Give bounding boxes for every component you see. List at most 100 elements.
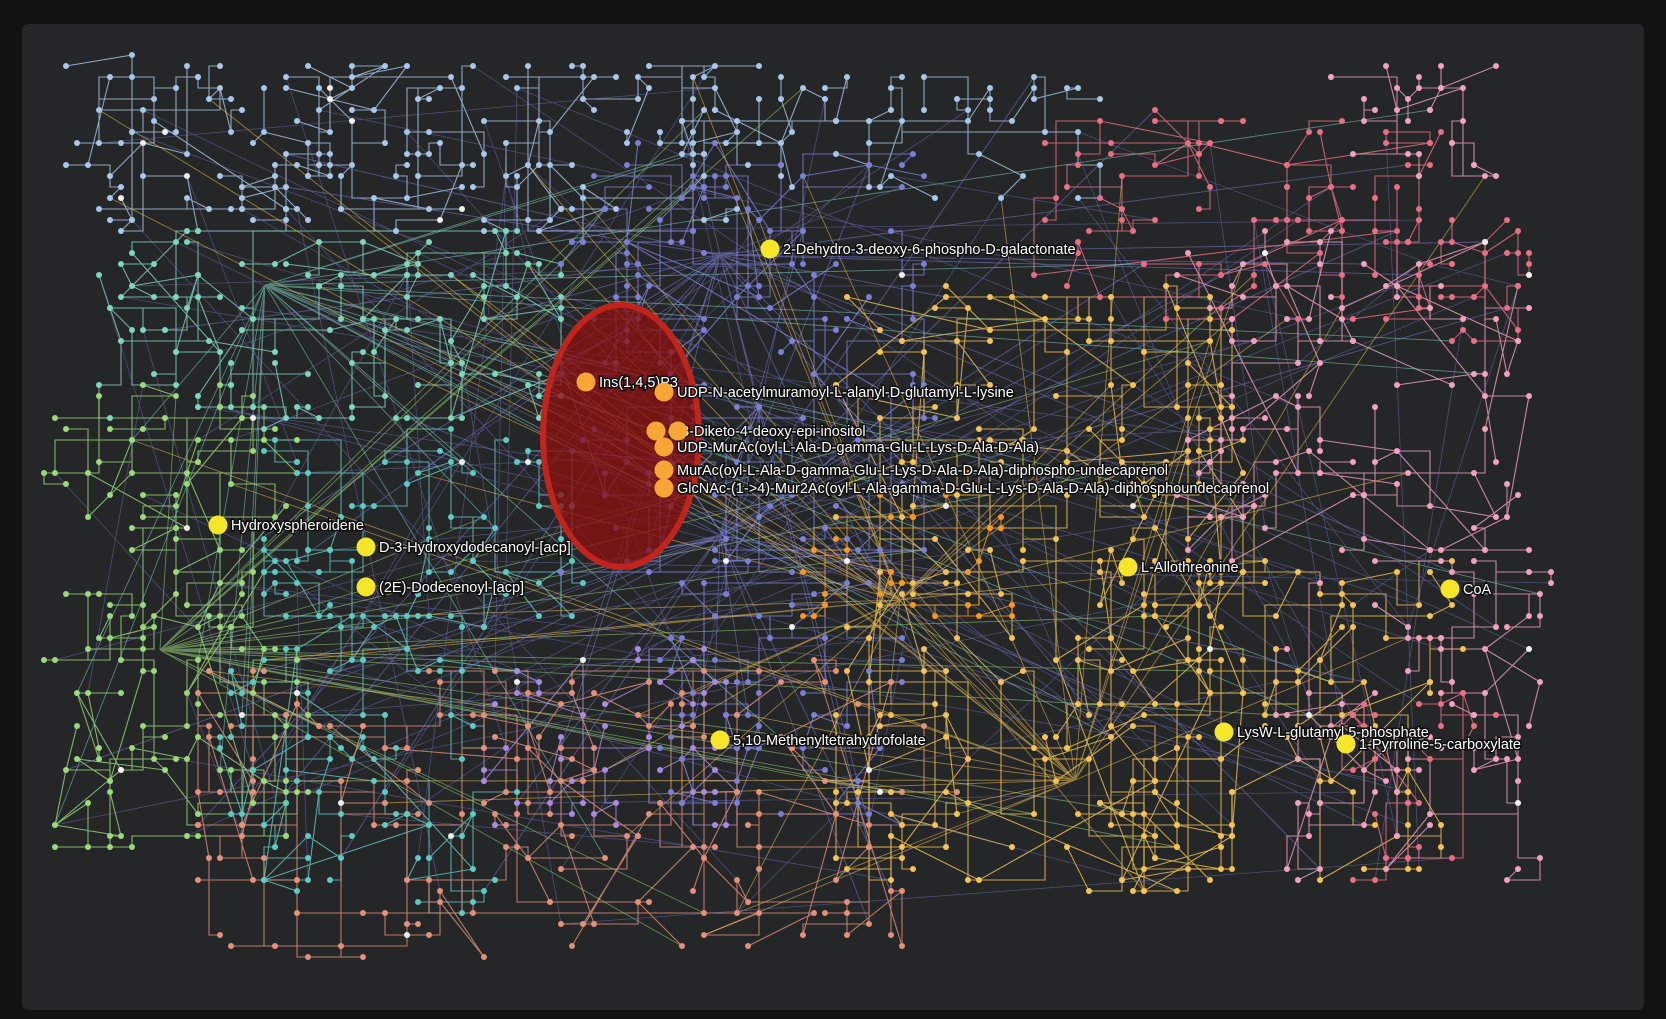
highlighted-metabolite-node[interactable]	[654, 460, 674, 480]
highlighted-metabolite-node[interactable]	[646, 421, 666, 441]
metabolite-node	[250, 800, 256, 806]
highlighted-metabolite-node[interactable]	[1336, 734, 1356, 754]
metabolite-node	[668, 789, 674, 795]
metabolite-node	[195, 657, 201, 663]
metabolite-node	[349, 85, 355, 91]
metabolite-node	[261, 778, 267, 784]
metabolite-node	[481, 745, 487, 751]
metabolite-node	[888, 789, 894, 795]
metabolite-node	[1196, 668, 1202, 674]
metabolite-node	[1196, 481, 1202, 487]
metabolite-node	[338, 624, 344, 630]
highlighted-metabolite-node[interactable]	[356, 537, 376, 557]
metabolite-node	[1405, 767, 1411, 773]
metabolite-node	[1438, 646, 1444, 652]
metabolite-node	[734, 118, 740, 124]
metabolite-node	[1526, 613, 1532, 619]
metabolite-node	[635, 140, 641, 146]
metabolite-node	[1218, 624, 1224, 630]
highlighted-metabolite-node[interactable]	[1118, 557, 1138, 577]
metabolite-node	[1460, 646, 1466, 652]
metabolite-node	[1031, 426, 1037, 432]
highlighted-metabolite-node[interactable]	[208, 515, 228, 535]
metabolite-node	[1372, 107, 1378, 113]
metabolite-node	[789, 129, 795, 135]
highlighted-metabolite-node[interactable]	[760, 239, 780, 259]
metabolite-node	[745, 712, 751, 718]
highlighted-metabolite-node[interactable]	[654, 382, 674, 402]
metabolite-node	[404, 63, 410, 69]
metabolite-node	[690, 789, 696, 795]
metabolite-node	[1119, 437, 1125, 443]
metabolite-node	[701, 173, 707, 179]
highlighted-metabolite-node[interactable]	[668, 421, 688, 441]
metabolite-node	[756, 910, 762, 916]
metabolite-node	[294, 459, 300, 465]
metabolite-node	[129, 250, 135, 256]
metabolite-node	[426, 151, 432, 157]
selection-lasso[interactable]	[540, 302, 702, 570]
highlighted-metabolite-node[interactable]	[1440, 579, 1460, 599]
metabolite-node	[250, 778, 256, 784]
metabolite-node	[184, 833, 190, 839]
metabolite-node	[1471, 338, 1477, 344]
metabolite-node	[1207, 294, 1213, 300]
metabolite-node	[745, 162, 751, 168]
metabolite-node	[591, 74, 597, 80]
metabolite-node	[1196, 580, 1202, 586]
metabolite-node	[283, 591, 289, 597]
metabolite-node	[899, 514, 905, 520]
highlighted-metabolite-node[interactable]	[654, 437, 674, 457]
metabolite-node	[1108, 547, 1114, 553]
metabolite-node	[1328, 74, 1334, 80]
metabolite-node	[503, 250, 509, 256]
highlighted-metabolite-node[interactable]	[356, 577, 376, 597]
metabolite-node	[1295, 679, 1301, 685]
metabolite-node	[558, 778, 564, 784]
highlighted-metabolite-node[interactable]	[710, 730, 730, 750]
metabolite-node	[118, 657, 124, 663]
metabolite-node	[921, 723, 927, 729]
metabolite-node	[327, 85, 333, 91]
metabolite-node	[547, 800, 553, 806]
metabolite-node	[52, 657, 58, 663]
metabolite-node	[723, 536, 729, 542]
metabolite-node	[404, 294, 410, 300]
metabolite-node	[800, 745, 806, 751]
metabolite-node	[1207, 437, 1213, 443]
metabolite-node	[250, 569, 256, 575]
metabolite-node	[558, 261, 564, 267]
metabolite-node	[547, 811, 553, 817]
metabolite-node	[1229, 415, 1235, 421]
metabolite-node	[734, 778, 740, 784]
metabolite-node	[811, 613, 817, 619]
metabolite-node	[1218, 118, 1224, 124]
highlighted-metabolite-node[interactable]	[576, 372, 596, 392]
metabolite-label: L-Allothreonine	[1141, 560, 1239, 576]
metabolite-node	[404, 195, 410, 201]
highlighted-metabolite-node[interactable]	[654, 478, 674, 498]
metabolite-node	[569, 943, 575, 949]
metabolite-node	[74, 756, 80, 762]
metabolite-node	[1185, 250, 1191, 256]
metabolite-node	[437, 899, 443, 905]
metabolite-node	[756, 745, 762, 751]
metabolite-node	[1185, 866, 1191, 872]
metabolite-node	[734, 877, 740, 883]
metabolite-node	[1471, 525, 1477, 531]
metabolite-node	[1130, 811, 1136, 817]
metabolite-node	[404, 811, 410, 817]
metabolite-node	[239, 547, 245, 553]
metabolite-node	[1405, 822, 1411, 828]
metabolite-node	[1394, 382, 1400, 388]
metabolite-node	[316, 151, 322, 157]
metabolite-node	[283, 503, 289, 509]
metabolite-node	[921, 261, 927, 267]
metabolite-label: Hydroxyspheroidene	[231, 518, 364, 534]
metabolite-node	[844, 547, 850, 553]
metabolite-node	[294, 789, 300, 795]
metabolite-node	[1262, 250, 1268, 256]
highlighted-metabolite-node[interactable]	[1214, 722, 1234, 742]
